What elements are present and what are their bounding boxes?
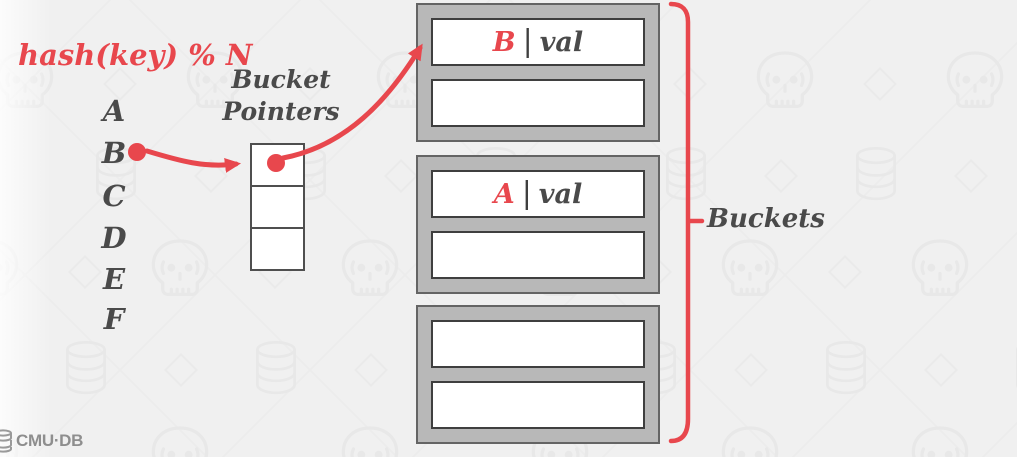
database-logo-icon xyxy=(0,429,12,453)
bucket-pointer-table xyxy=(250,143,305,271)
skull-watermark-icon xyxy=(946,51,1004,109)
key-letter-c: C xyxy=(102,179,126,213)
database-watermark-icon xyxy=(856,147,896,201)
slot-key: A xyxy=(493,178,515,210)
skull-watermark-icon xyxy=(756,51,814,109)
bucket-pointers-label-line2: Pointers xyxy=(222,97,340,126)
slot-value: val xyxy=(538,178,583,210)
skull-watermark-icon xyxy=(341,239,399,297)
slot-separator: | xyxy=(522,23,533,59)
key-letter-b: B xyxy=(101,136,127,170)
database-watermark-icon xyxy=(666,147,706,201)
skull-watermark-icon xyxy=(911,239,969,297)
logo-text: CMU·DB xyxy=(16,431,84,450)
key-letter-d: D xyxy=(101,221,127,255)
key-letter-a: A xyxy=(102,94,126,128)
bucket-2-slot-1 xyxy=(431,381,645,429)
bucket-2 xyxy=(416,305,660,444)
key-letter-e: E xyxy=(102,262,126,296)
skull-watermark-icon xyxy=(151,426,209,457)
bucket-1-slot-1 xyxy=(431,231,645,279)
bucket-pointers-label-line1: Bucket xyxy=(231,65,331,94)
bucket-0-slot-1 xyxy=(431,79,645,127)
skull-watermark-icon xyxy=(721,239,779,297)
left-edge-highlight xyxy=(0,0,52,457)
bucket-0: B|val xyxy=(416,3,660,142)
skull-watermark-icon xyxy=(911,426,969,457)
slot-separator: | xyxy=(521,175,532,211)
slot-key: B xyxy=(492,26,516,58)
key-letter-f: F xyxy=(103,302,125,336)
pointer-cell-1 xyxy=(252,185,303,227)
slot-value: val xyxy=(539,26,584,58)
hash-formula-label: hash(key) % N xyxy=(18,38,253,72)
skull-watermark-icon xyxy=(341,426,399,457)
bucket-1: A|val xyxy=(416,155,660,294)
bucket-pointers-label: Bucket Pointers xyxy=(211,64,351,128)
pointer-cell-0 xyxy=(252,145,303,185)
pointer-cell-2 xyxy=(252,227,303,269)
bucket-1-slot-0: A|val xyxy=(431,170,645,218)
skull-watermark-icon xyxy=(721,426,779,457)
bucket-2-slot-0 xyxy=(431,320,645,368)
bucket-0-slot-0: B|val xyxy=(431,18,645,66)
skull-watermark-icon xyxy=(151,239,209,297)
buckets-label: Buckets xyxy=(707,204,825,234)
cmu-db-logo: CMU·DB xyxy=(0,429,83,453)
